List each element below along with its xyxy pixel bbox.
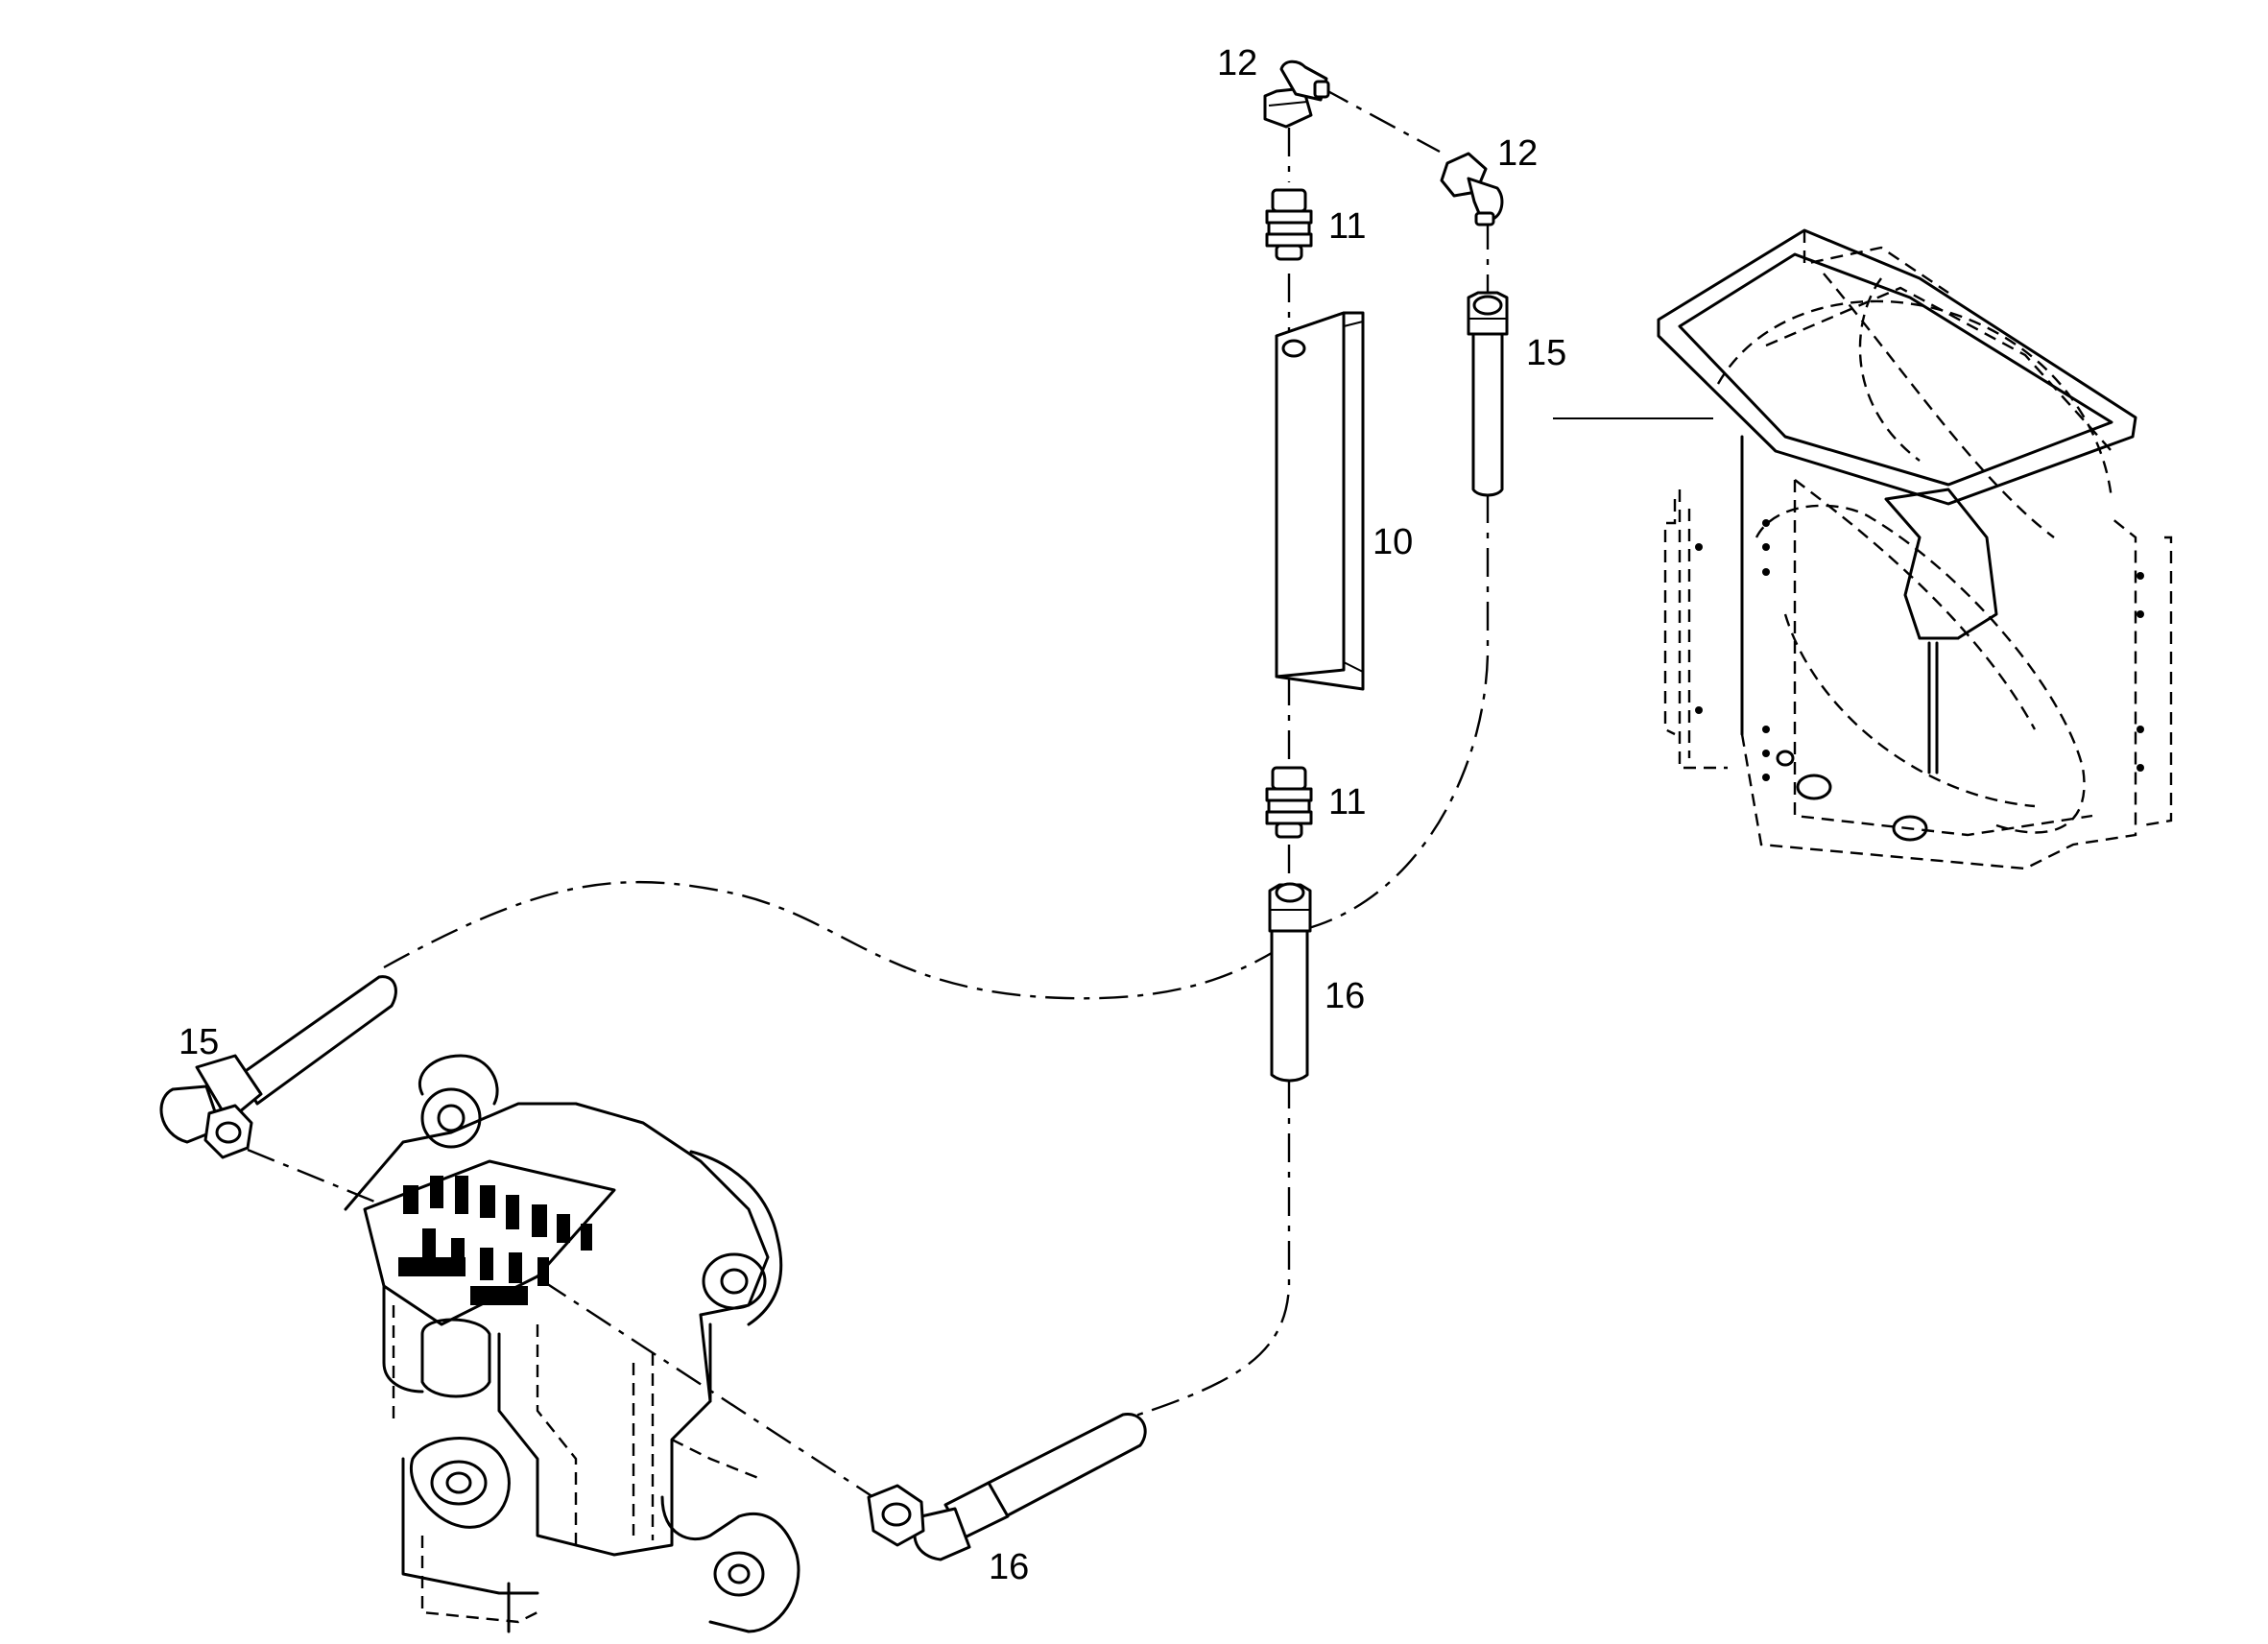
hose-15-lower <box>159 975 397 1159</box>
callout-16-lower: 16 <box>989 1547 1029 1587</box>
callout-11-lower: 11 <box>1328 782 1366 822</box>
oil-cooler-10 <box>1275 311 1365 691</box>
hose-15-upper <box>1467 291 1509 497</box>
adapter-fitting-11-lower <box>1265 766 1313 839</box>
adapter-fitting-11-upper <box>1265 188 1313 261</box>
callout-15-upper: 15 <box>1526 333 1566 373</box>
elbow-fitting-12-lower <box>1440 152 1504 226</box>
hose-16-lower <box>867 1413 1147 1561</box>
elbow-fitting-12-upper <box>1263 60 1330 129</box>
callouts: 12 12 11 15 10 11 16 15 16 <box>179 43 1566 1587</box>
callout-10: 10 <box>1373 522 1413 562</box>
callout-16-upper: 16 <box>1325 976 1365 1016</box>
transmission-assembly <box>344 1054 800 1633</box>
callout-11-upper: 11 <box>1328 206 1366 247</box>
valve-block-detail <box>398 1176 592 1305</box>
radiator-housing <box>1657 228 2173 870</box>
hose-16-vertical <box>1268 882 1312 1083</box>
callout-15-lower: 15 <box>179 1022 219 1062</box>
callout-12-lower: 12 <box>1497 133 1538 174</box>
callout-12-upper: 12 <box>1217 43 1257 83</box>
